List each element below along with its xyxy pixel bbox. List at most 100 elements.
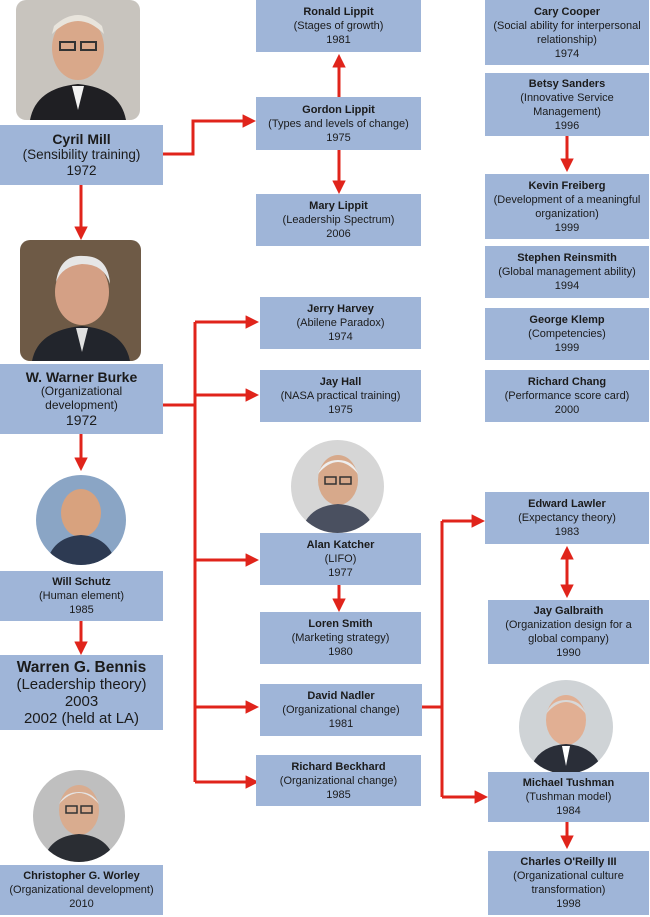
name: Jay Hall xyxy=(319,376,362,388)
year: 1981 xyxy=(328,718,354,730)
topic: (Organizational change) xyxy=(282,704,400,716)
name: Charles O'Reilly III xyxy=(520,856,617,868)
topic: (Abilene Paradox) xyxy=(296,317,385,329)
name: Gordon Lippit xyxy=(302,103,375,116)
topic: (Organization design for a global compan… xyxy=(505,619,632,645)
year: 1981 xyxy=(326,34,351,46)
year: 1994 xyxy=(554,280,580,292)
extra: 2002 (held at LA) xyxy=(23,709,140,727)
topic: (Tushman model) xyxy=(525,791,612,803)
node-edward-lawler: Edward Lawler (Expectancy theory) 1983 xyxy=(485,492,649,544)
topic: (Organizational change) xyxy=(279,774,398,787)
year: 1999 xyxy=(554,342,580,354)
year: 2003 xyxy=(64,692,99,710)
node-loren-smith: Loren Smith (Marketing strategy) 1980 xyxy=(260,612,421,664)
topic: (Organizational development) xyxy=(9,884,154,896)
year: 1983 xyxy=(554,526,580,538)
year: 1985 xyxy=(69,604,94,616)
year: 2000 xyxy=(554,404,580,416)
year: 1972 xyxy=(65,412,98,428)
node-kevin-freiberg: Kevin Freiberg (Development of a meaning… xyxy=(485,174,649,239)
name: Mary Lippit xyxy=(309,200,368,212)
node-david-nadler: David Nadler (Organizational change) 198… xyxy=(260,684,422,736)
year: 1972 xyxy=(66,163,97,178)
name: Cyril Mill xyxy=(52,131,111,147)
name: Richard Beckhard xyxy=(291,760,386,773)
year: 1977 xyxy=(328,567,353,579)
name: Jay Galbraith xyxy=(533,605,604,617)
year: 1974 xyxy=(328,331,353,343)
topic: (LIFO) xyxy=(324,553,357,565)
name: W. Warner Burke xyxy=(25,369,138,385)
name: Alan Katcher xyxy=(306,539,375,551)
year: 1980 xyxy=(328,646,353,658)
name: David Nadler xyxy=(307,690,375,702)
node-stephen-reinsmith: Stephen Reinsmith (Global management abi… xyxy=(485,246,649,298)
name: Edward Lawler xyxy=(528,498,606,510)
topic: (Human element) xyxy=(39,590,124,602)
year: 1999 xyxy=(554,221,580,234)
node-cyril-mill: Cyril Mill (Sensibility training) 1972 xyxy=(0,125,163,185)
topic: (Organizational culture transformation) xyxy=(513,870,624,896)
year: 1985 xyxy=(326,788,351,801)
name: Will Schutz xyxy=(52,576,111,588)
node-gordon-lippit: Gordon Lippit (Types and levels of chang… xyxy=(256,97,421,150)
name: George Klemp xyxy=(529,314,605,326)
topic: (Competencies) xyxy=(528,328,606,340)
photo-christopher-worley xyxy=(33,770,125,862)
node-mary-lippit: Mary Lippit (Leadership Spectrum) 2006 xyxy=(256,194,421,246)
year: 1974 xyxy=(554,47,580,60)
name: Warren G. Bennis xyxy=(16,658,147,676)
topic: (Development of a meaningful organizatio… xyxy=(493,193,641,220)
photo-cyril-mill xyxy=(16,0,140,120)
topic: (NASA practical training) xyxy=(280,390,401,402)
topic: (Stages of growth) xyxy=(293,20,384,32)
year: 1996 xyxy=(554,119,580,132)
photo-will-schutz xyxy=(36,475,126,565)
node-richard-beckhard: Richard Beckhard (Organizational change)… xyxy=(256,755,421,806)
arrow-mill-to-gordon xyxy=(163,114,257,156)
photo-alan-katcher xyxy=(291,440,384,533)
name: Kevin Freiberg xyxy=(528,179,606,192)
year: 1984 xyxy=(556,805,581,817)
node-george-klemp: George Klemp (Competencies) 1999 xyxy=(485,308,649,360)
topic: (Leadership Spectrum) xyxy=(282,214,395,226)
node-christopher-worley: Christopher G. Worley (Organizational de… xyxy=(0,865,163,915)
name: Jerry Harvey xyxy=(307,303,374,315)
name: Christopher G. Worley xyxy=(23,870,140,882)
name: Ronald Lippit xyxy=(303,6,374,18)
topic: (Global management ability) xyxy=(498,266,636,278)
topic: (Types and levels of change) xyxy=(268,117,409,130)
node-ronald-lippit: Ronald Lippit (Stages of growth) 1981 xyxy=(256,0,421,52)
photo-warner-burke xyxy=(20,240,141,361)
topic: (Expectancy theory) xyxy=(518,512,616,524)
node-jay-hall: Jay Hall (NASA practical training) 1975 xyxy=(260,370,421,422)
topic: (Social ability for interpersonal relati… xyxy=(493,19,641,46)
topic: (Sensibility training) xyxy=(22,147,141,162)
name: Betsy Sanders xyxy=(528,77,606,90)
node-richard-chang: Richard Chang (Performance score card) 2… xyxy=(485,370,649,422)
node-charles-oreilly: Charles O'Reilly III (Organizational cul… xyxy=(488,851,649,915)
node-michael-tushman: Michael Tushman (Tushman model) 1984 xyxy=(488,772,649,822)
topic: (Organizational development) xyxy=(40,384,123,412)
node-betsy-sanders: Betsy Sanders (Innovative Service Manage… xyxy=(485,73,649,136)
year: 1998 xyxy=(556,898,581,910)
node-jay-galbraith: Jay Galbraith (Organization design for a… xyxy=(488,600,649,664)
node-cary-cooper: Cary Cooper (Social ability for interper… xyxy=(485,0,649,65)
node-alan-katcher: Alan Katcher (LIFO) 1977 xyxy=(260,533,421,585)
name: Michael Tushman xyxy=(522,777,615,789)
name: Loren Smith xyxy=(308,618,373,630)
node-warren-bennis: Warren G. Bennis (Leadership theory) 200… xyxy=(0,655,163,730)
name: Cary Cooper xyxy=(533,5,601,18)
year: 2006 xyxy=(326,228,351,240)
topic: (Marketing strategy) xyxy=(291,632,390,644)
name: Richard Chang xyxy=(527,376,607,388)
topic: (Innovative Service Management) xyxy=(520,91,614,118)
topic: (Leadership theory) xyxy=(16,675,147,693)
node-warner-burke: W. Warner Burke (Organizational developm… xyxy=(0,364,163,434)
year: 1975 xyxy=(328,404,353,416)
topic: (Performance score card) xyxy=(504,390,630,402)
name: Stephen Reinsmith xyxy=(517,252,617,264)
year: 1975 xyxy=(326,131,351,144)
